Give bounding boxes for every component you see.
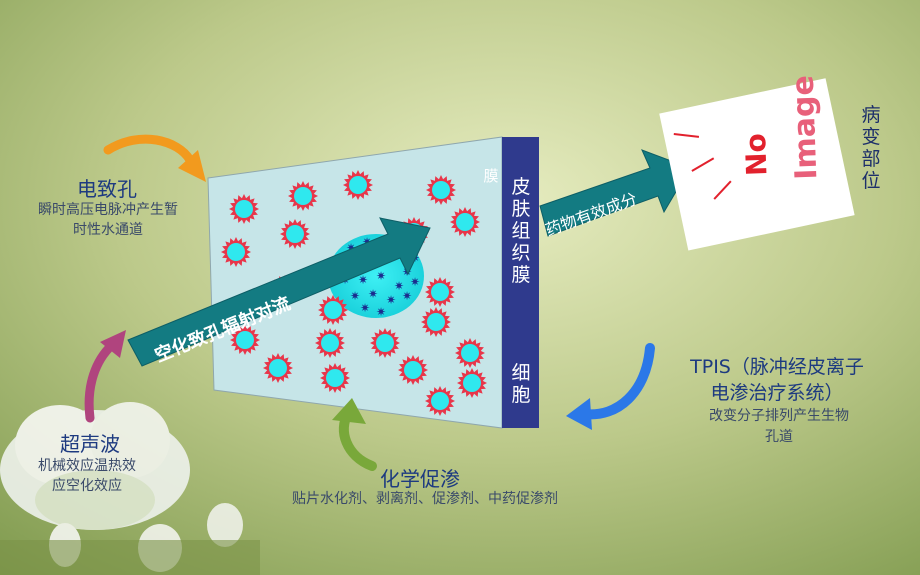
chemical-desc: 贴片水化剂、剥离剂、促渗剂、中药促渗剂 <box>292 491 558 507</box>
tpis-arrow <box>579 343 655 420</box>
particle <box>425 386 455 416</box>
particle <box>455 338 485 368</box>
image-placeholder-no: No <box>739 133 773 177</box>
lotus-decoration <box>0 402 260 575</box>
drug-molecule: ✷ <box>360 301 370 315</box>
electroporation-desc-line1: 瞬时高压电脉冲产生暂 <box>38 202 178 218</box>
tpis-desc-line1: 改变分子排列产生生物 <box>709 408 849 424</box>
skin-tissue-membrane-label: 皮肤组织膜 <box>511 176 531 286</box>
particle <box>425 277 455 307</box>
particle <box>315 328 345 358</box>
cell-label: 细胞 <box>511 362 531 406</box>
particle <box>280 219 310 249</box>
drug-molecule: ✷ <box>394 279 404 293</box>
particle <box>230 325 260 355</box>
drug-molecule: ✷ <box>346 241 356 255</box>
drug-molecule: ✷ <box>368 287 378 301</box>
drug-molecule: ✷ <box>358 273 368 287</box>
ultrasound-desc-line2: 应空化效应 <box>52 478 122 494</box>
drug-molecule: ✷ <box>362 235 372 249</box>
ultrasound-arrow <box>84 340 117 423</box>
drug-molecule: ✷ <box>376 305 386 319</box>
drug-molecule: ✷ <box>350 289 360 303</box>
drug-molecule: ✷ <box>386 293 396 307</box>
particle <box>343 170 373 200</box>
particle <box>370 328 400 358</box>
tpis-title-line2: 电渗治疗系统） <box>710 382 844 404</box>
cavitation-arrow <box>127 217 431 367</box>
chemical-title: 化学促渗 <box>380 467 460 491</box>
ultrasound-title: 超声波 <box>60 432 120 456</box>
lesion-site-label: 病变部位 <box>861 104 881 192</box>
particle <box>426 175 456 205</box>
particle <box>263 353 293 383</box>
particle <box>421 307 451 337</box>
particle <box>229 194 259 224</box>
electroporation-desc-line2: 时性水通道 <box>73 222 143 238</box>
image-placeholder: No Image <box>659 75 855 251</box>
drug-molecule: ✷ <box>376 269 386 283</box>
particle <box>221 237 251 267</box>
particle <box>398 355 428 385</box>
tpis-title-line1: TPIS（脉冲经皮离子 <box>690 356 864 378</box>
particle <box>450 207 480 237</box>
drug-molecule: ✷ <box>402 289 412 303</box>
particle <box>288 181 318 211</box>
ultrasound-desc-line1: 机械效应温热效 <box>38 458 136 474</box>
particle <box>318 295 348 325</box>
membrane-small-label: 膜 <box>483 167 499 185</box>
electroporation-arrow <box>103 134 195 165</box>
particle <box>320 363 350 393</box>
tpis-desc-line2: 孔道 <box>765 429 793 445</box>
image-placeholder-image: Image <box>786 75 825 181</box>
drug-molecule: ✷ <box>410 275 420 289</box>
electroporation-title: 电致孔 <box>77 177 137 201</box>
skin-membrane-bar <box>502 137 539 428</box>
particle <box>457 368 487 398</box>
